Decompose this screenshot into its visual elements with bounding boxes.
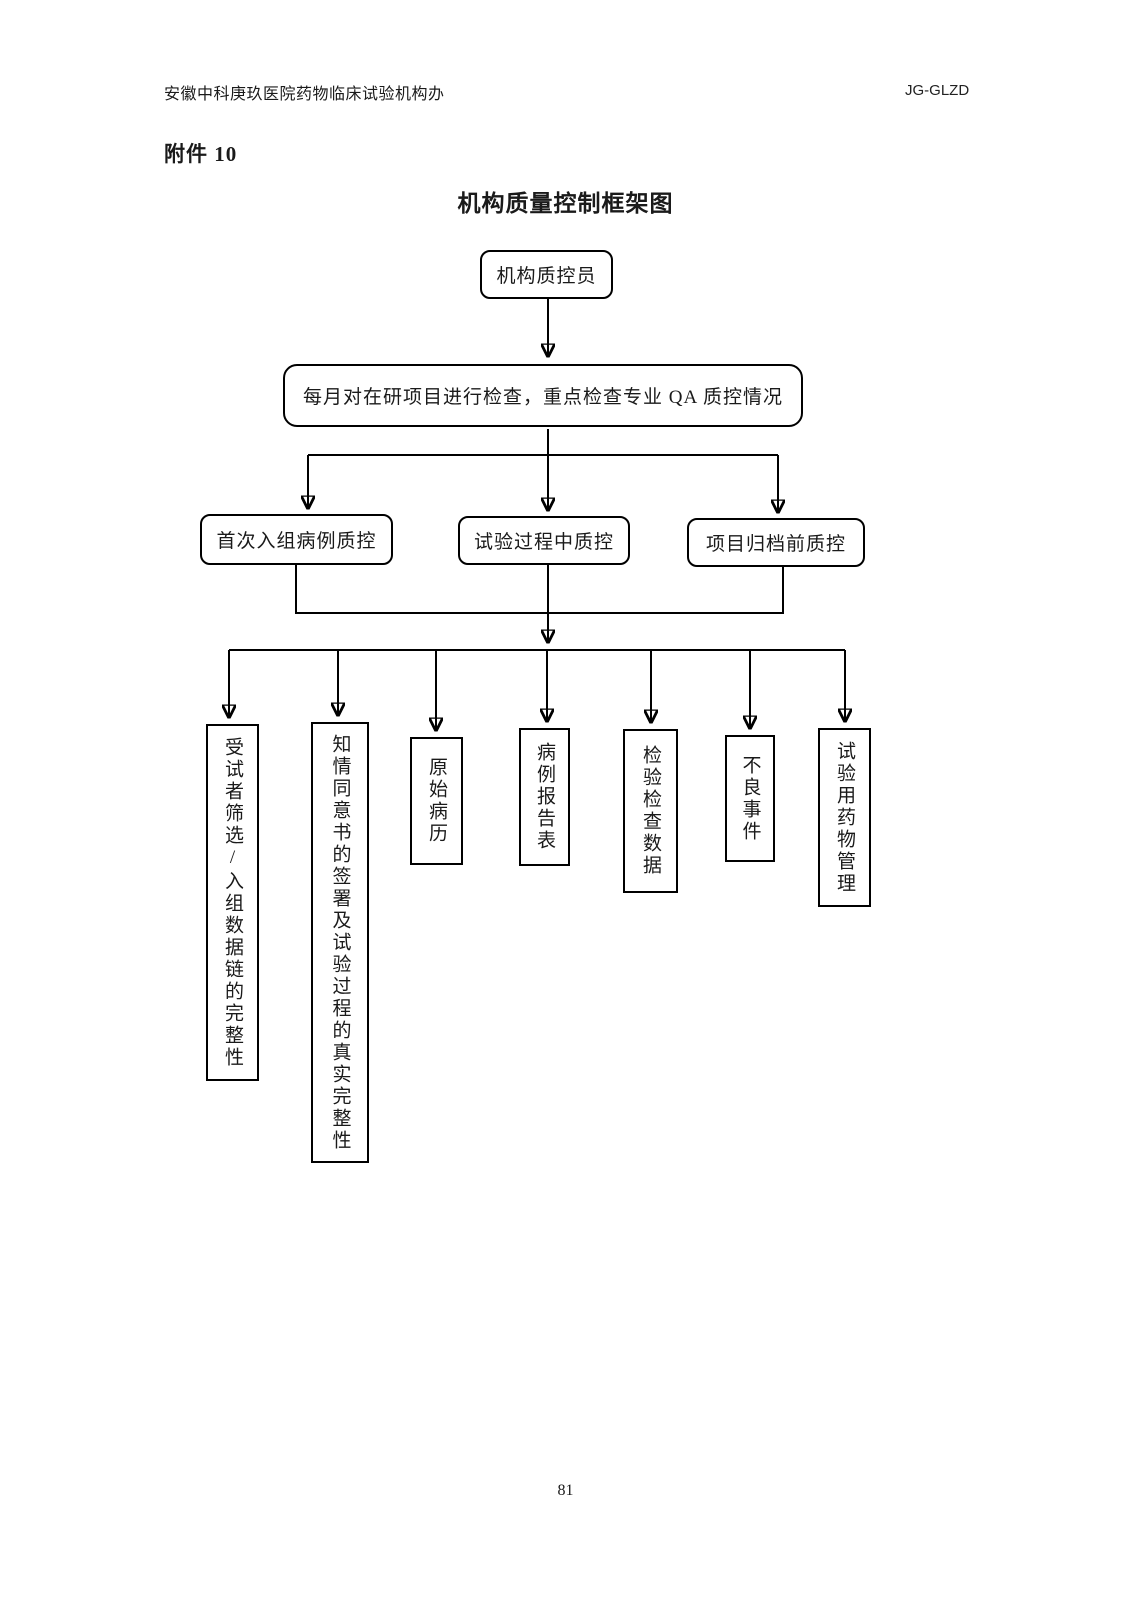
header-left: 安徽中科庚玖医院药物临床试验机构办: [164, 86, 445, 103]
node-label: 知情同意书的签署及试验过程的真实完整性: [329, 733, 351, 1152]
node-label: 原始病历: [426, 757, 447, 845]
node-subject-screening-data-chain: 受试者筛选/入组数据链的完整性: [206, 724, 259, 1081]
node-case-report-form: 病例报告表: [519, 728, 570, 866]
node-adverse-events: 不良事件: [725, 735, 775, 862]
node-label: 不良事件: [739, 754, 761, 843]
node-first-enrollment-qc: 首次入组病例质控: [200, 514, 393, 565]
page-number: 81: [557, 1482, 574, 1499]
node-label: 试验用药物管理: [834, 740, 855, 895]
node-informed-consent-integrity: 知情同意书的签署及试验过程的真实完整性: [311, 722, 369, 1163]
node-original-medical-records: 原始病历: [410, 737, 463, 865]
node-pre-archive-qc: 项目归档前质控: [687, 518, 865, 567]
node-label: 病例报告表: [534, 742, 555, 852]
node-trial-drug-management: 试验用药物管理: [818, 728, 871, 907]
attachment-label: 附件 10: [164, 142, 238, 166]
node-label: 受试者筛选/入组数据链的完整性: [222, 736, 243, 1069]
diagram-title: 机构质量控制框架图: [457, 191, 674, 216]
node-root: 机构质控员: [480, 250, 613, 299]
node-label: 检验检查数据: [640, 745, 661, 877]
header-right: JG-GLZD: [905, 82, 970, 99]
node-lab-exam-data: 检验检查数据: [623, 729, 678, 893]
node-in-trial-qc: 试验过程中质控: [458, 516, 630, 565]
node-monthly-check: 每月对在研项目进行检查，重点检查专业 QA 质控情况: [283, 364, 803, 427]
